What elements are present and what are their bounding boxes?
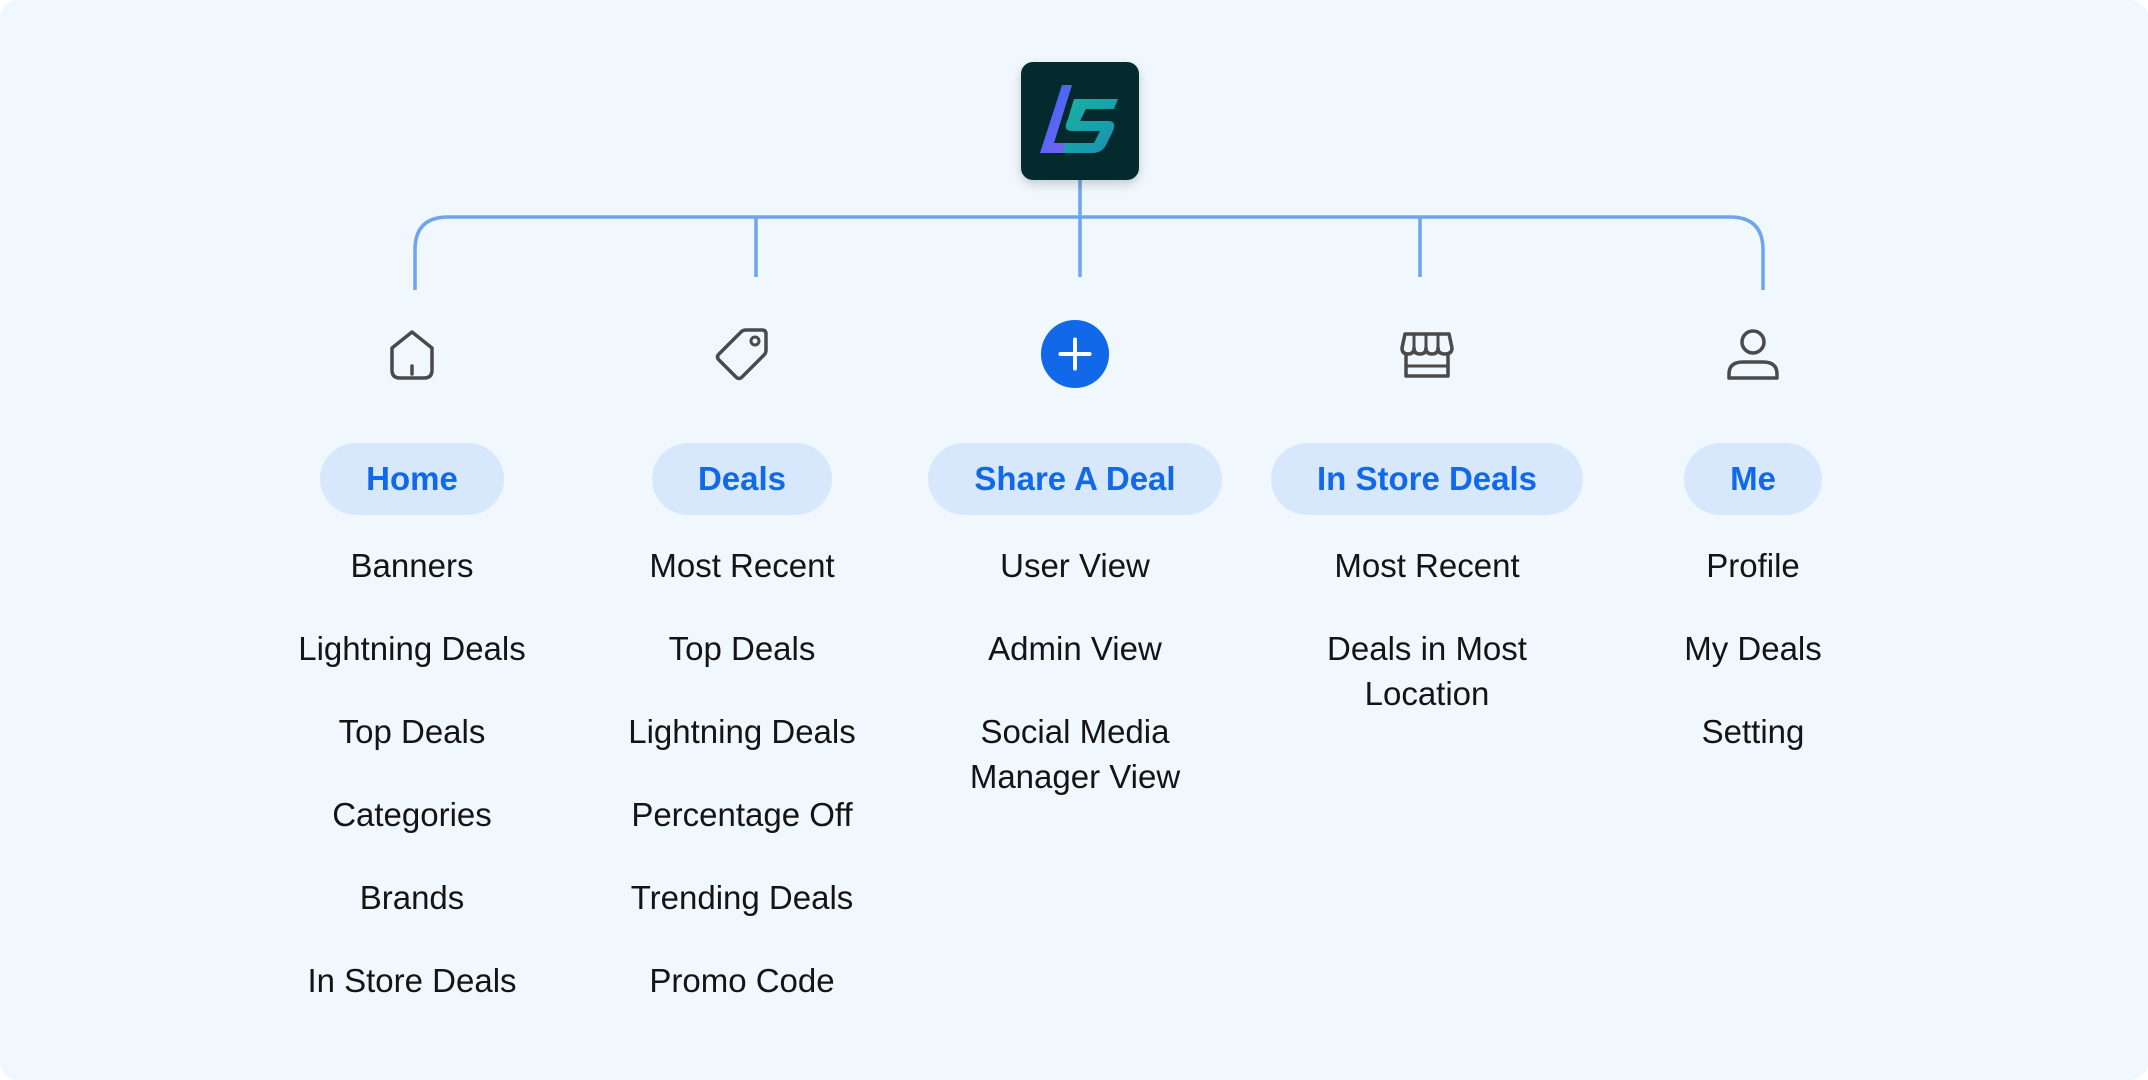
column-home: Home Banners Lightning Deals Top Deals C… [242, 318, 582, 1003]
column-share-a-deal: Share A Deal User View Admin View Social… [905, 318, 1245, 799]
list-item[interactable]: Lightning Deals [298, 630, 526, 667]
store-icon[interactable] [1391, 318, 1463, 390]
list-item[interactable]: Percentage Off [631, 796, 853, 833]
connector-bracket [413, 215, 1765, 290]
list-item[interactable]: My Deals [1684, 630, 1822, 667]
list-item[interactable]: In Store Deals [307, 962, 517, 999]
tab-me[interactable]: Me [1684, 443, 1822, 515]
list-item[interactable]: Profile [1706, 547, 1800, 584]
list-item[interactable]: Trending Deals [630, 879, 854, 916]
list-item[interactable]: Brands [359, 879, 465, 916]
tag-icon[interactable] [706, 318, 778, 390]
home-items: Banners Lightning Deals Top Deals Catego… [262, 543, 562, 1003]
user-icon[interactable] [1717, 318, 1789, 390]
list-item[interactable]: Setting [1701, 713, 1805, 750]
list-item[interactable]: Top Deals [338, 713, 486, 750]
list-item[interactable]: Lightning Deals [628, 713, 856, 750]
column-me: Me Profile My Deals Setting [1583, 318, 1923, 754]
tab-share-a-deal[interactable]: Share A Deal [928, 443, 1222, 515]
tab-deals[interactable]: Deals [651, 443, 833, 515]
plus-circle-icon[interactable] [1039, 318, 1111, 390]
list-item[interactable]: Promo Code [649, 962, 835, 999]
logo-mark-icon [1040, 85, 1118, 153]
list-item[interactable]: Categories [332, 796, 492, 833]
column-in-store-deals: In Store Deals Most Recent Deals in Most… [1257, 318, 1597, 716]
list-item[interactable]: Top Deals [668, 630, 816, 667]
deals-items: Most Recent Top Deals Lightning Deals Pe… [592, 543, 892, 1003]
list-item[interactable]: Most Recent [649, 547, 835, 584]
list-item[interactable]: Admin View [988, 630, 1162, 667]
column-deals: Deals Most Recent Top Deals Lightning De… [572, 318, 912, 1003]
app-logo: LS [1021, 62, 1139, 180]
home-icon[interactable] [376, 318, 448, 390]
tab-in-store-deals[interactable]: In Store Deals [1270, 443, 1584, 515]
list-item[interactable]: Most Recent [1334, 547, 1520, 584]
in-store-deals-items: Most Recent Deals in Most Location [1277, 543, 1577, 716]
me-items: Profile My Deals Setting [1603, 543, 1903, 754]
list-item[interactable]: Social Media Manager View [969, 713, 1181, 795]
list-item[interactable]: Deals in Most Location [1327, 630, 1527, 712]
list-item[interactable]: User View [1000, 547, 1150, 584]
list-item[interactable]: Banners [350, 547, 474, 584]
tab-home[interactable]: Home [320, 443, 504, 515]
share-a-deal-items: User View Admin View Social Media Manage… [925, 543, 1225, 799]
